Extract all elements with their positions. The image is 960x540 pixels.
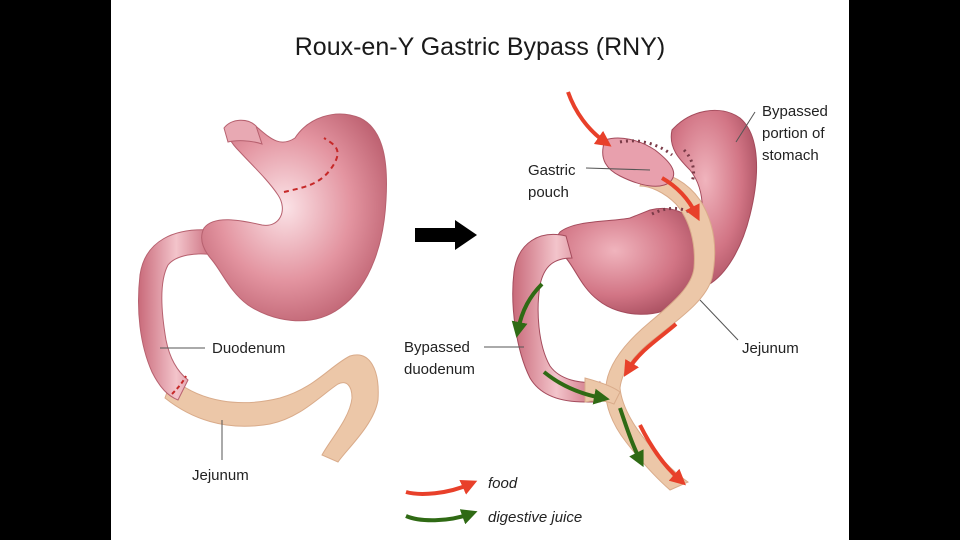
suture-line-stomach (283, 137, 339, 193)
bypassed-stomach-line-2: portion of (762, 125, 825, 142)
food-arrow-4 (638, 424, 686, 486)
rny-anatomy (511, 91, 757, 491)
duodenum-shape (138, 229, 215, 401)
jejunum-left-label: Jejunum (192, 467, 249, 484)
bypassed-stomach-label: Bypassed portion of stomach (762, 103, 832, 164)
stomach-left-shape (201, 113, 387, 322)
gastric-pouch-line-1: Gastric (528, 162, 576, 179)
jejunum-right-leader (699, 299, 739, 341)
gastric-pouch-line-2: pouch (528, 184, 569, 201)
jejunum-left-shape (164, 354, 379, 463)
bypassed-stomach-line-1: Bypassed (762, 103, 828, 120)
staple-line-stomach (682, 148, 696, 183)
juice-arrow-3 (618, 407, 644, 468)
duodenum-label: Duodenum (212, 340, 285, 357)
staple-line-remnant (651, 206, 691, 216)
legend-food-label: food (488, 475, 518, 492)
bypassed-stomach-line-3: stomach (762, 147, 819, 164)
normal-anatomy (138, 113, 387, 463)
food-arrow-1 (566, 91, 612, 147)
bypassed-stomach-shape (670, 109, 757, 286)
gastric-pouch-label: Gastric pouch (528, 162, 580, 201)
esophagus-left-shape (223, 119, 263, 145)
legend-juice-label: digestive juice (488, 509, 582, 526)
gastric-pouch-leader (585, 167, 651, 171)
legend: food digestive juice (405, 475, 582, 526)
suture-line-duodenum (171, 375, 187, 395)
juice-arrow-1 (511, 282, 544, 338)
bypassed-stomach-leader (735, 111, 756, 143)
roux-limb-shape (605, 169, 716, 491)
transition-arrow-icon (415, 220, 477, 250)
food-arrow-2 (660, 176, 700, 222)
diagram-title: Roux-en-Y Gastric Bypass (RNY) (295, 33, 665, 61)
legend-juice-arrow (405, 509, 478, 525)
bypassed-duodenum-label: Bypassed duodenum (404, 339, 475, 378)
legend-food-arrow (405, 480, 478, 496)
food-arrow-3 (623, 322, 678, 377)
jejunum-right-label: Jejunum (742, 340, 799, 357)
bypassed-duodenum-line-2: duodenum (404, 361, 475, 378)
bypassed-duodenum-line-1: Bypassed (404, 339, 470, 356)
juice-arrow-2 (542, 370, 610, 405)
